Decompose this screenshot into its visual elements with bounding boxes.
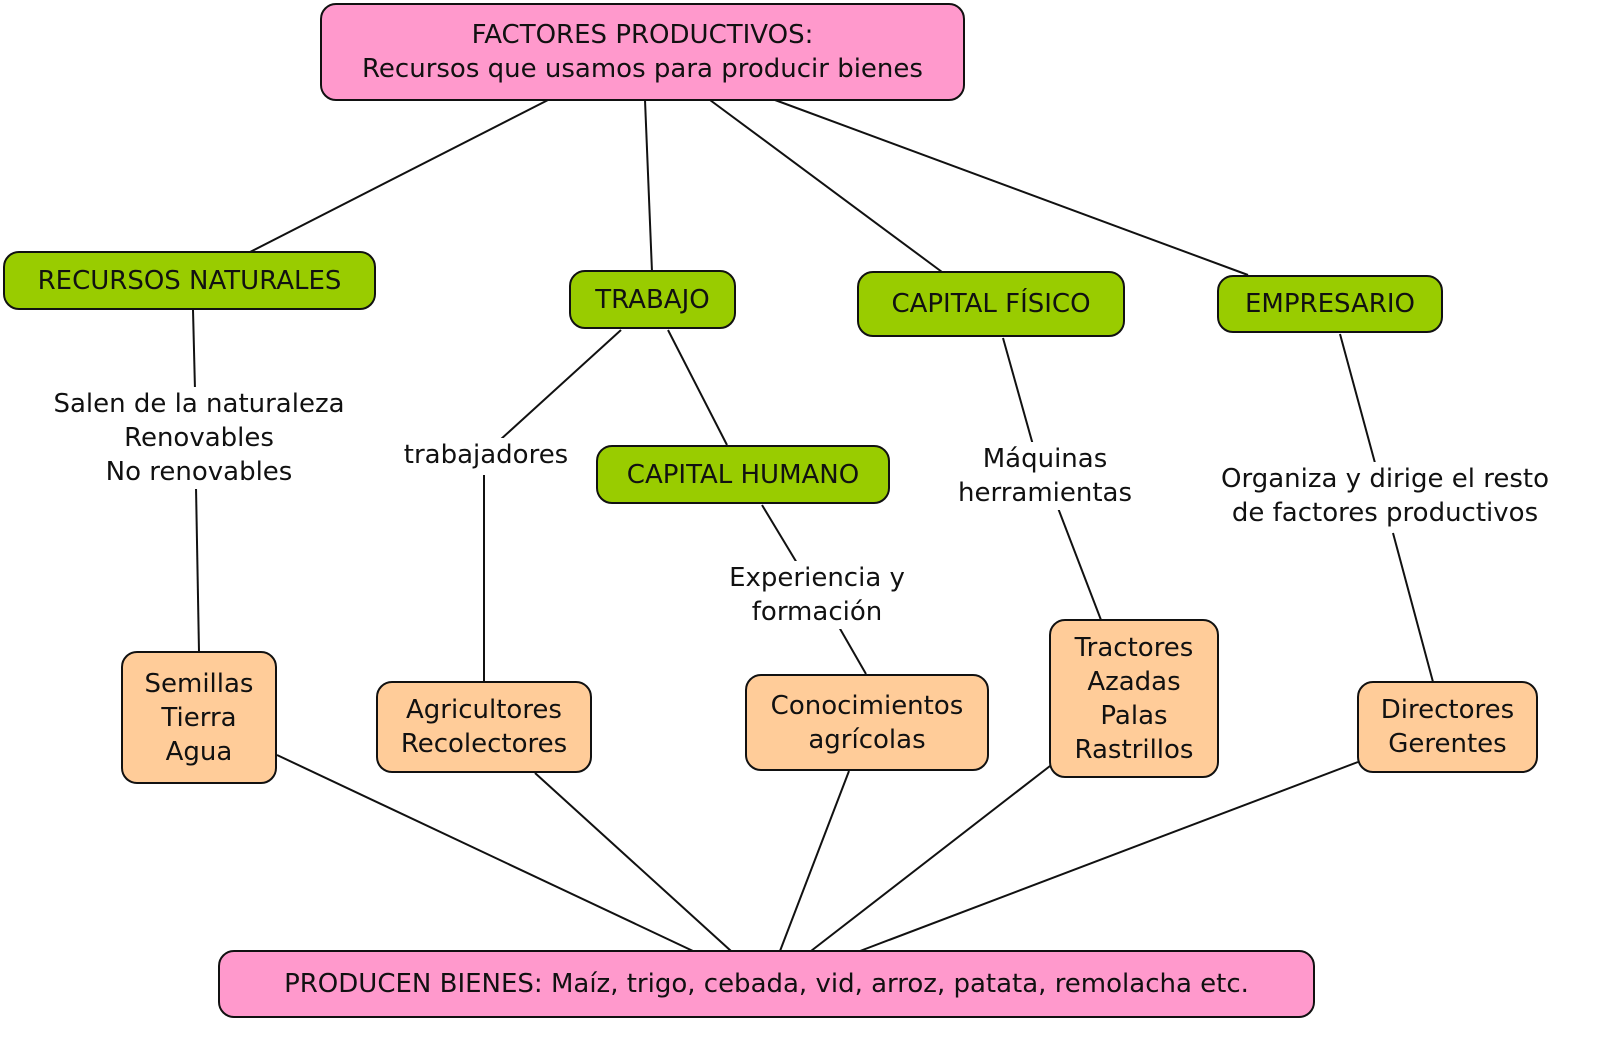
- result-node[interactable]: PRODUCEN BIENES: Maíz, trigo, cebada, vi…: [218, 950, 1315, 1018]
- connector-empresario-result: [859, 761, 1359, 952]
- factor-node-empresario[interactable]: EMPRESARIO: [1217, 275, 1443, 333]
- connector-capital-humano-desc: [761, 504, 801, 569]
- connector-root-trabajo: [644, 99, 653, 273]
- connector-capital-humano-desc-examples: [838, 626, 867, 675]
- connector-root-recursos: [249, 99, 549, 253]
- example-node-trabajo[interactable]: Agricultores Recolectores: [376, 681, 592, 773]
- connector-capital-fisico-desc-examples: [1057, 507, 1102, 621]
- connector-trabajo-capital-humano: [667, 329, 728, 446]
- example-node-recursos[interactable]: Semillas Tierra Agua: [121, 651, 277, 784]
- example-node-empresario[interactable]: Directores Gerentes: [1357, 681, 1538, 773]
- root-title: FACTORES PRODUCTIVOS:: [471, 20, 814, 50]
- root-subtitle: Recursos que usamos para producir bienes: [362, 54, 923, 84]
- example-node-capital-fisico[interactable]: Tractores Azadas Palas Rastrillos: [1049, 619, 1219, 778]
- factor-label: CAPITAL HUMANO: [626, 459, 860, 490]
- connector-recursos-desc: [192, 309, 196, 391]
- example-node-capital-humano[interactable]: Conocimientos agrícolas: [745, 674, 989, 771]
- factor-label: TRABAJO: [595, 284, 710, 315]
- connector-root-empresario: [774, 99, 1249, 276]
- factor-node-capital-humano[interactable]: CAPITAL HUMANO: [596, 445, 890, 504]
- connector-trabajo-desc: [499, 329, 622, 441]
- connector-capital-fisico-desc: [1002, 337, 1034, 446]
- link-label-trabajo: trabajadores: [388, 438, 584, 472]
- connector-root-capital-fisico: [709, 99, 943, 273]
- factor-label: EMPRESARIO: [1244, 289, 1415, 319]
- link-label-recursos: Salen de la naturaleza Renovables No ren…: [30, 387, 368, 489]
- connector-empresario-desc: [1339, 333, 1376, 464]
- connector-capital-humano-result: [779, 770, 850, 952]
- connector-recursos-result: [276, 754, 694, 952]
- connector-recursos-desc-examples: [195, 486, 200, 653]
- factor-label: RECURSOS NATURALES: [37, 265, 342, 296]
- factor-node-trabajo[interactable]: TRABAJO: [569, 270, 736, 329]
- link-label-empresario: Organiza y dirige el resto de factores p…: [1198, 462, 1572, 530]
- link-label-capital-humano: Experiencia y formación: [712, 561, 922, 629]
- result-label: PRODUCEN BIENES: Maíz, trigo, cebada, vi…: [284, 969, 1249, 999]
- link-label-capital-fisico: Máquinas herramientas: [940, 442, 1150, 510]
- connector-capital-fisico-result: [810, 765, 1051, 952]
- factor-label: CAPITAL FÍSICO: [891, 289, 1091, 319]
- connector-empresario-desc-examples: [1392, 532, 1434, 683]
- connector-trabajo-result: [534, 772, 732, 952]
- factor-node-recursos-naturales[interactable]: RECURSOS NATURALES: [3, 251, 376, 310]
- root-node[interactable]: FACTORES PRODUCTIVOS: Recursos que usamo…: [320, 3, 965, 101]
- factor-node-capital-fisico[interactable]: CAPITAL FÍSICO: [857, 271, 1125, 337]
